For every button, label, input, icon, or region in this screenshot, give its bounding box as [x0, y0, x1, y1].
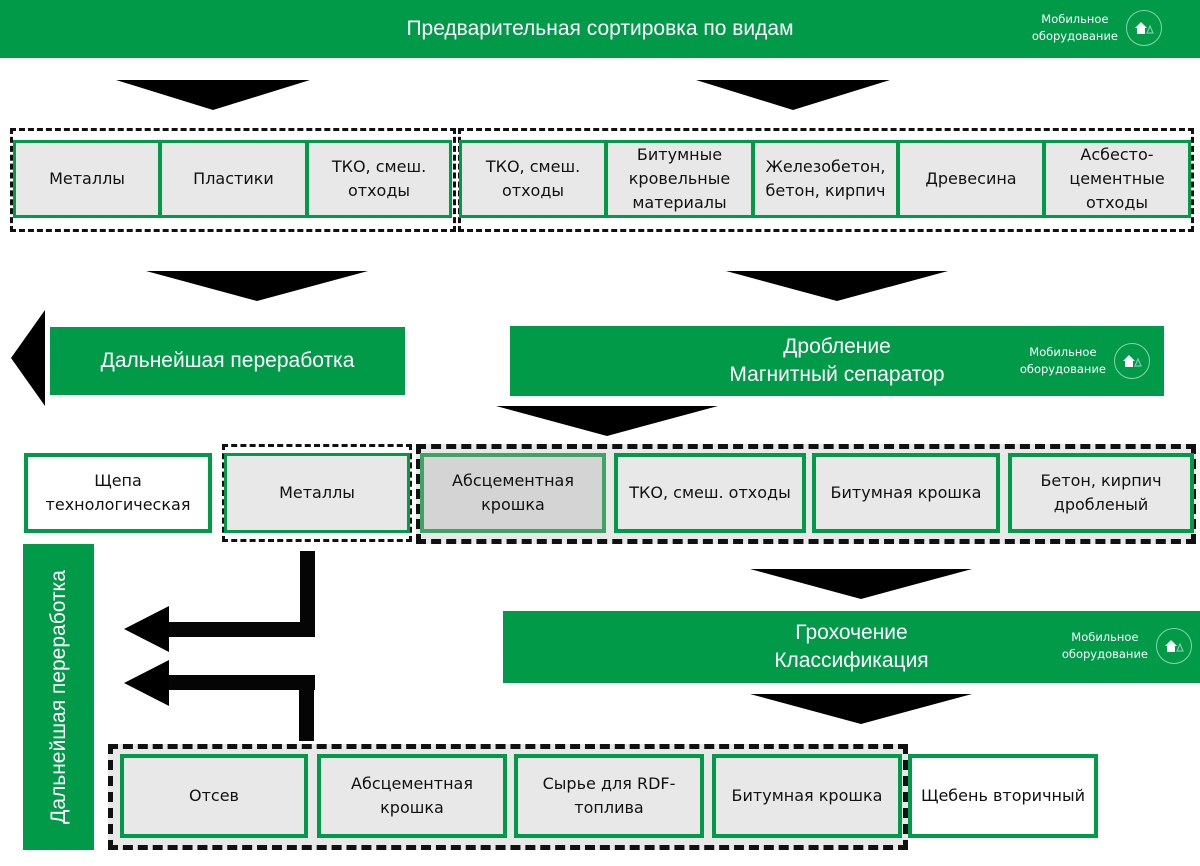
connector-line [168, 622, 315, 637]
screening-line1: Грохочение [795, 621, 908, 644]
arrow-down-icon [726, 271, 948, 301]
screening-line2: Классификация [774, 649, 929, 672]
sorting-item: ТКО, смеш. отходы [306, 140, 452, 218]
header-title: Предварительная сортировка по видам [406, 17, 794, 40]
screening-band: Грохочение Классификация Мобильное обору… [503, 611, 1200, 683]
final-output-crushed-stone: Щебень вторичный [908, 754, 1098, 838]
arrow-down-icon [496, 406, 718, 436]
connector-line [168, 675, 315, 690]
crushing-line1: Дробление [783, 335, 891, 358]
crushing-line2: Магнитный сепаратор [729, 363, 945, 386]
header-band: Предварительная сортировка по видам Моби… [0, 0, 1200, 58]
further-processing-band: Дальнейшая переработка [50, 327, 405, 395]
arrow-down-icon [146, 271, 368, 301]
mobile-equipment-badge: Мобильное оборудование [1062, 628, 1192, 664]
mobile-equipment-badge: Мобильное оборудование [1032, 10, 1162, 46]
mobile-badge-line2: оборудование [1031, 29, 1118, 43]
output-crushed: ТКО, смеш. отходы [614, 453, 806, 533]
sorting-item: Железобетон, бетон, кирпич [752, 140, 899, 218]
home-recycle-icon [1126, 10, 1162, 46]
arrow-left-icon [11, 310, 45, 406]
final-output: Абсцементная крошка [317, 754, 507, 838]
output-wood-chips: Щепа технологическая [24, 453, 212, 533]
further-processing-label: Дальнейшая переработка [100, 349, 355, 372]
output-crushed: Абсцементная крошка [420, 453, 606, 533]
mobile-equipment-badge: Мобильное оборудование [1020, 343, 1150, 379]
sorting-item: ТКО, смеш. отходы [459, 140, 607, 218]
home-recycle-icon [1156, 628, 1192, 664]
side-further-processing-label: Дальнейшая переработка [46, 570, 70, 824]
mobile-badge-line1: Мобильное [1041, 12, 1109, 26]
arrow-down-icon [116, 80, 310, 110]
sorting-item: Пластики [159, 140, 308, 218]
arrow-down-icon [750, 569, 972, 599]
arrow-left-icon [124, 660, 169, 706]
output-metals: Металлы [224, 453, 410, 533]
final-output: Отсев [120, 754, 308, 838]
sorting-item: Асбесто-цементные отходы [1043, 140, 1191, 218]
connector-line [299, 675, 314, 741]
connector-line [300, 551, 315, 637]
arrow-left-icon [124, 606, 169, 652]
arrow-down-icon [750, 694, 972, 724]
arrow-down-icon [696, 80, 890, 110]
home-recycle-icon [1114, 343, 1150, 379]
sorting-item: Древесина [897, 140, 1045, 218]
final-output: Битумная крошка [712, 754, 902, 838]
crushing-band: Дробление Магнитный сепаратор Мобильное … [510, 326, 1164, 396]
output-crushed: Битумная крошка [812, 453, 1000, 533]
output-crushed: Бетон, кирпич дробленый [1008, 453, 1194, 533]
side-further-processing-band: Дальнейшая переработка [23, 544, 94, 850]
metals-group [222, 444, 412, 542]
sorting-item: Металлы [13, 140, 161, 218]
sorting-item: Битумные кровельные материалы [605, 140, 754, 218]
final-output: Сырье для RDF-топлива [514, 754, 704, 838]
sorting-group-left [10, 128, 456, 232]
